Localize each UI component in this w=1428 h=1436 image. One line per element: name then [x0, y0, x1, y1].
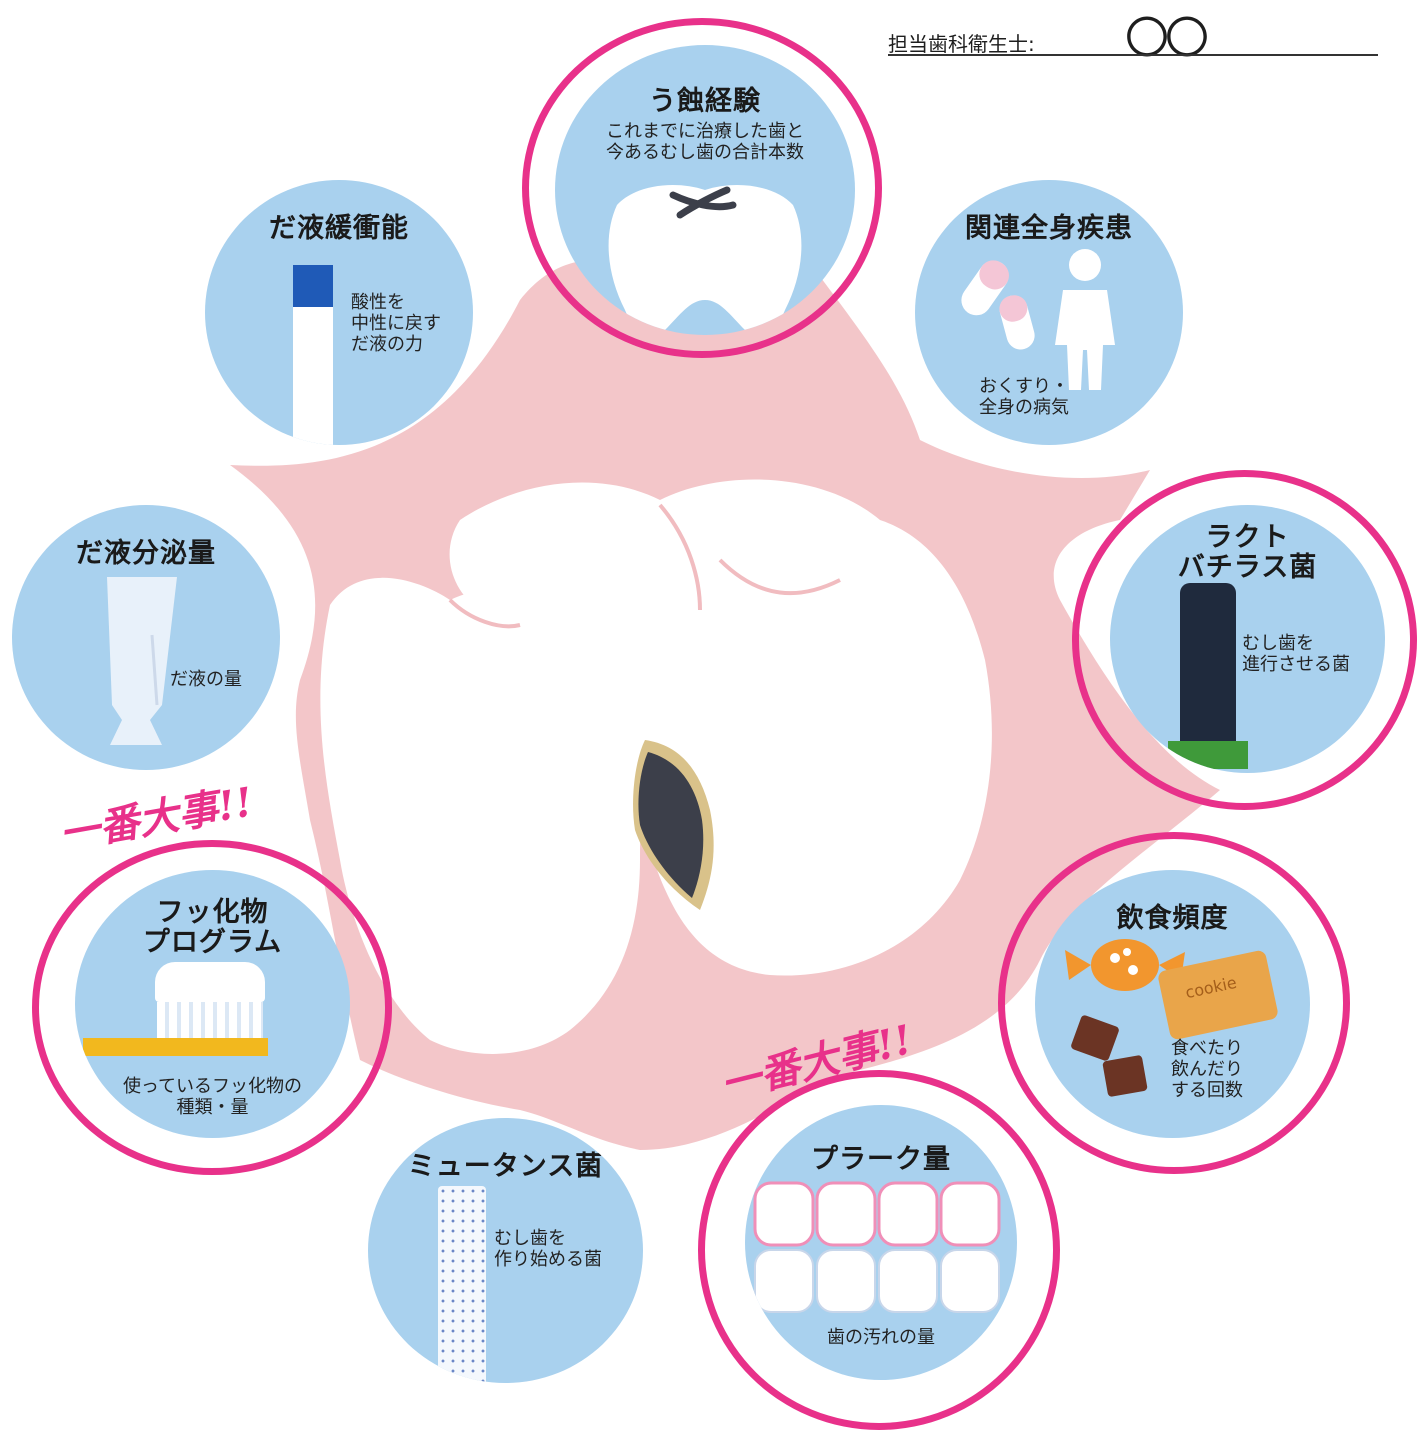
saliva-buffer-title: だ液緩衝能	[205, 206, 473, 245]
saliva-buffer-desc-3: だ液の力	[351, 334, 423, 355]
highlight-ring-plaque	[698, 1070, 1060, 1430]
hygienist-label: 担当歯科衛生士:	[888, 28, 1035, 57]
highlight-ring-lactobacillus	[1072, 470, 1417, 810]
signature-line	[888, 54, 1378, 56]
mutans-desc-1: むし歯を	[494, 1228, 566, 1249]
systemic-disease-desc-1: おくすり・	[979, 376, 1069, 397]
highlight-ring-eating-frequency	[998, 832, 1350, 1174]
ph-strip-blue	[293, 265, 333, 307]
systemic-disease-title: 関連全身疾患	[915, 206, 1183, 245]
test-strip-icon	[438, 1186, 486, 1383]
systemic-disease-desc-2: 全身の病気	[979, 397, 1069, 418]
hygienist-name: 〇〇	[1125, 2, 1205, 66]
highlight-ring-caries-experience	[522, 18, 882, 358]
saliva-buffer-desc-1: 酸性を	[351, 292, 405, 313]
circle-systemic-disease: 関連全身疾患 おくすり・ 全身の病気	[915, 180, 1183, 445]
saliva-volume-desc: だ液の量	[170, 669, 242, 690]
circle-mutans: ミュータンス菌 むし歯を 作り始める菌	[368, 1118, 643, 1383]
highlight-ring-fluoride	[32, 840, 392, 1175]
circle-saliva-volume: だ液分泌量 だ液の量	[12, 505, 280, 770]
circle-saliva-buffer: だ液緩衝能 酸性を 中性に戻す だ液の力	[205, 180, 473, 445]
mutans-desc-2: 作り始める菌	[494, 1249, 602, 1270]
saliva-volume-title: だ液分泌量	[12, 531, 280, 570]
mutans-title: ミュータンス菌	[368, 1144, 643, 1183]
saliva-buffer-desc-2: 中性に戻す	[351, 313, 441, 334]
